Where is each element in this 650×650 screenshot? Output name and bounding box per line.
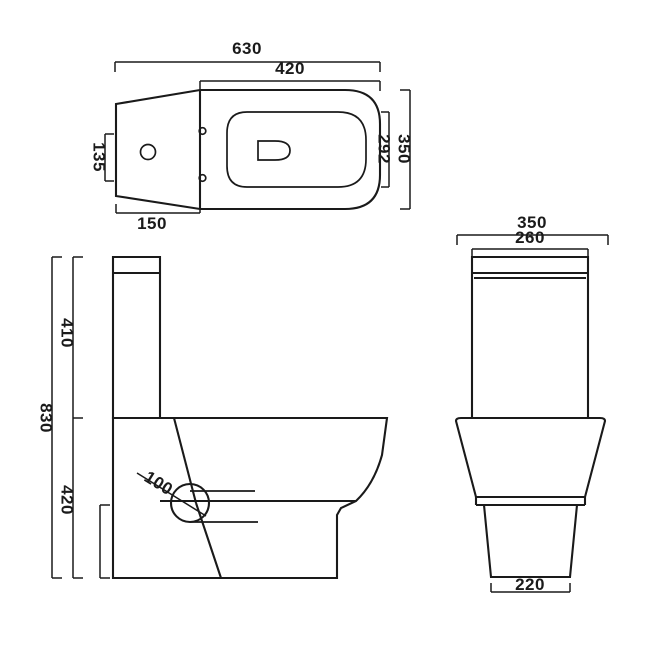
dim-292-label: 292 (375, 134, 394, 164)
dim-100-leader-line (136, 472, 207, 517)
dim-630-label: 630 (232, 39, 262, 58)
dim-135-label: 135 (90, 142, 109, 172)
top-view-fixing-hole-upper (198, 126, 207, 136)
side-view-bowl-lower-profile (195, 502, 222, 579)
top-view-seat-outline (226, 111, 367, 188)
dim-420-top-label: 420 (275, 59, 305, 78)
dim-135-group: 135 (90, 133, 114, 182)
dim-830-group: 830 (37, 256, 62, 579)
front-view-cistern-outline (470, 255, 590, 420)
dim-260-group: 260 (471, 228, 589, 259)
dim-350-front-group: 350 (456, 213, 609, 245)
dim-830-label: 830 (37, 403, 56, 433)
dim-420-side-label: 420 (58, 485, 77, 515)
top-view-outer-outline (114, 88, 382, 211)
dim-150-label: 150 (137, 214, 167, 233)
dim-350-top-group: 350 (395, 89, 414, 210)
dim-350-top-label: 350 (395, 134, 414, 164)
top-view-fixing-hole-lower (198, 173, 207, 183)
front-view-bowl-band-sides (474, 497, 587, 505)
side-view-pan-outline (111, 416, 389, 580)
dim-350-front-label: 350 (517, 213, 547, 232)
dim-420-top-group: 420 (199, 59, 381, 91)
side-view-group: 100 830 410 42 (37, 255, 389, 580)
side-view-bowl-front-profile (172, 417, 198, 504)
top-view-outlet-keyhole-icon (257, 140, 291, 161)
front-view-group: 350 260 220 (454, 213, 609, 594)
top-view-rear-hole (139, 143, 157, 161)
dim-220-group: 220 (490, 575, 571, 594)
front-view-bowl-outline (454, 416, 607, 499)
side-view-cistern-outline (111, 255, 162, 420)
dim-150-group: 150 (115, 204, 201, 233)
dim-220-label: 220 (515, 575, 545, 594)
dim-410-label: 410 (58, 318, 77, 348)
front-view-pedestal-outline (482, 503, 579, 579)
dim-630-group: 630 (114, 39, 381, 72)
side-view-waste-outlet-circle (169, 482, 211, 524)
dim-420-side-group: 420 (58, 485, 110, 579)
dim-292-group: 292 (375, 111, 394, 188)
dim-410-group: 410 (58, 256, 83, 419)
top-view-group: 630 420 350 292 (90, 39, 414, 233)
dim-260-label: 260 (515, 228, 545, 247)
